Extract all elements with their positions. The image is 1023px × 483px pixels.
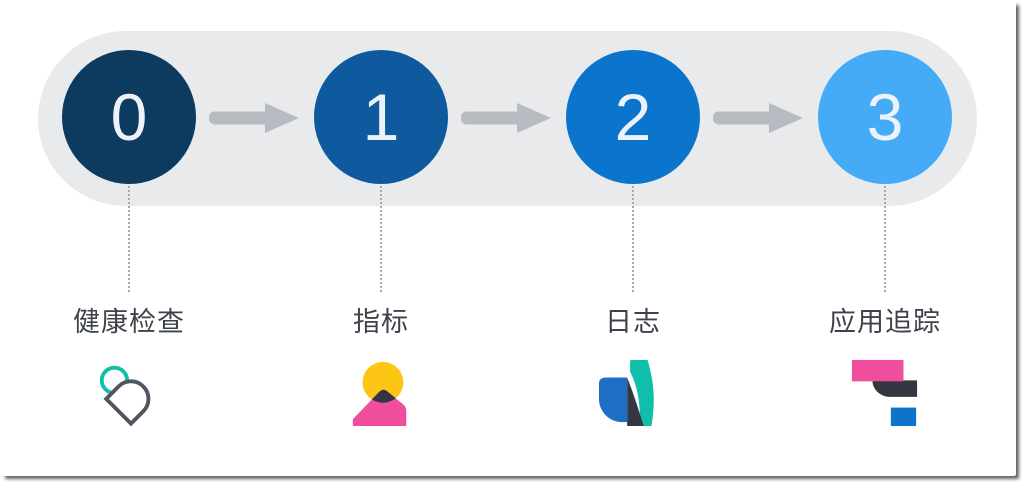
step-number: 0	[110, 80, 148, 154]
dotted-connector	[380, 186, 382, 292]
step-circle-0: 0	[62, 50, 196, 184]
screenshot-frame: 0 健康检查 1 指标	[38, 31, 977, 427]
step-apm-tracing: 3 应用追踪	[775, 0, 995, 483]
step-number: 1	[362, 80, 400, 154]
arrow-right-icon	[209, 103, 299, 133]
step-circle-3: 3	[818, 50, 952, 184]
step-circle-2: 2	[566, 50, 700, 184]
dotted-connector	[128, 186, 130, 292]
heartbeat-icon	[94, 357, 164, 429]
step-logs: 2 日志	[523, 0, 743, 483]
step-health-check: 0 健康检查	[19, 0, 239, 483]
step-label: 日志	[605, 307, 661, 337]
step-label: 应用追踪	[829, 307, 941, 337]
dotted-connector	[884, 186, 886, 292]
step-number: 3	[866, 80, 904, 154]
step-number: 2	[614, 80, 652, 154]
arrow-right-icon	[713, 103, 803, 133]
logs-icon	[598, 357, 668, 429]
step-label: 健康检查	[73, 307, 185, 337]
step-label: 指标	[353, 307, 409, 337]
metrics-icon	[346, 357, 416, 429]
arrow-right-icon	[461, 103, 551, 133]
apm-icon	[850, 357, 920, 429]
step-metrics: 1 指标	[271, 0, 491, 483]
step-circle-1: 1	[314, 50, 448, 184]
dotted-connector	[632, 186, 634, 292]
